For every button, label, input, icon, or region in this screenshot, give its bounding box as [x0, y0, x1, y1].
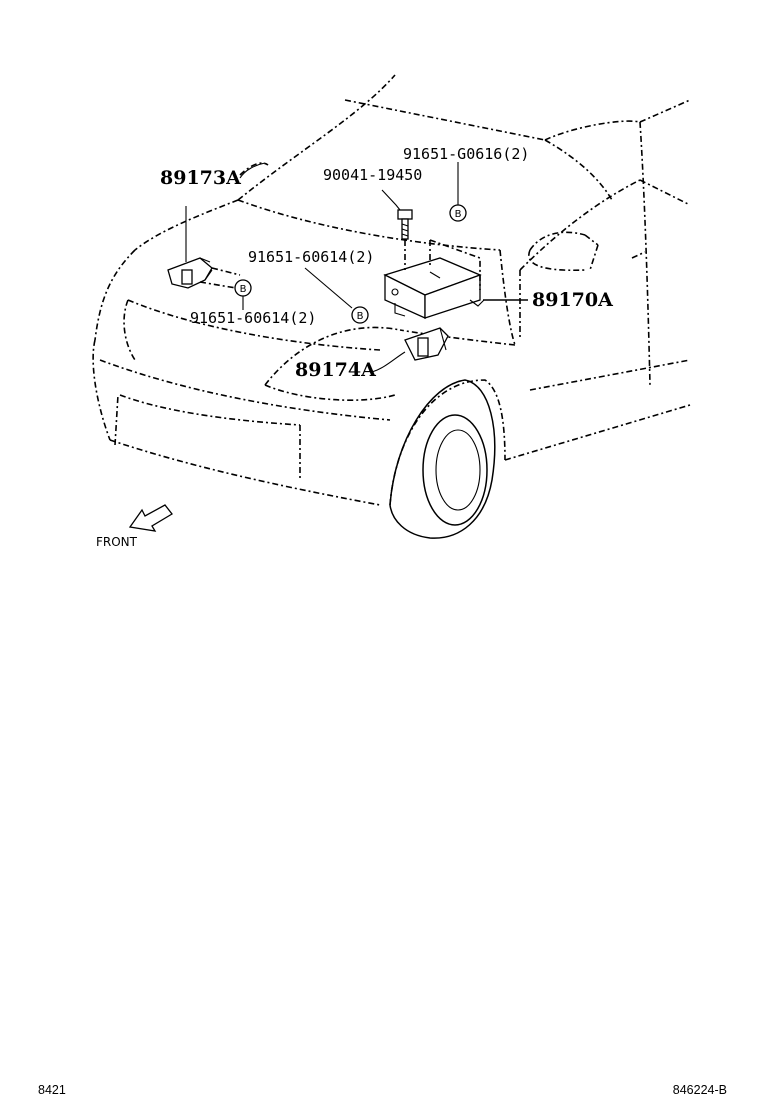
leader-lines: [239, 162, 459, 373]
part-label-91651-g0616: 91651-G0616(2): [403, 145, 529, 163]
part-label-91651-60614-upper: 91651-60614(2): [248, 248, 374, 266]
circle-b-letter: B: [455, 209, 462, 220]
part-label-90041-19450: 90041-19450: [323, 166, 422, 184]
sensor-89173a-part: [167, 206, 241, 289]
front-arrow-icon: [128, 504, 173, 532]
sensor-89174a-part: [404, 327, 449, 361]
part-label-89174a: 89174A: [295, 359, 376, 381]
footer-left-code: 8421: [38, 1083, 66, 1097]
footer-right-code: 846224-B: [673, 1083, 727, 1097]
ecu-89170a-part: [383, 239, 528, 320]
circle-b-marker-3: B: [351, 306, 369, 324]
front-label: FRONT: [96, 535, 138, 549]
bolt-90041-part: [381, 189, 413, 270]
circle-b-marker-1: B: [449, 204, 467, 222]
part-label-89170a: 89170A: [532, 289, 613, 311]
circle-b-marker-2: B: [234, 279, 252, 297]
front-wheel: [389, 379, 496, 539]
circle-b-letter: B: [240, 284, 247, 295]
vehicle-outline: [92, 74, 691, 506]
part-label-91651-60614-lower: 91651-60614(2): [190, 309, 316, 327]
part-label-89173a: 89173A: [160, 167, 241, 189]
circle-b-letter: B: [357, 311, 364, 322]
